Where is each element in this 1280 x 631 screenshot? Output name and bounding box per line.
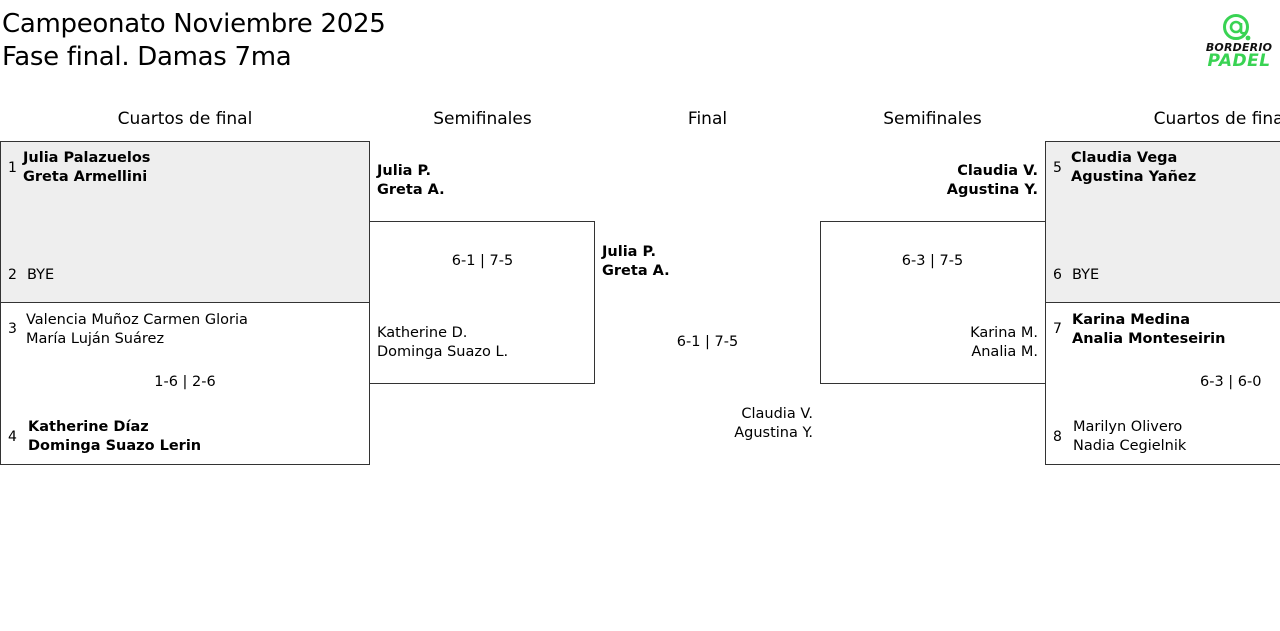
- team-final-a: Julia P. Greta A.: [602, 243, 670, 281]
- round-header-final: Final: [687, 109, 728, 129]
- round-header-right-quarters: Cuartos de final: [1153, 109, 1280, 129]
- tournament-title: Campeonato Noviembre 2025: [2, 9, 386, 39]
- player-name: Julia P.: [377, 163, 431, 179]
- phase-subtitle: Fase final. Damas 7ma: [2, 42, 292, 72]
- match-score: 1-6 | 2-6: [154, 374, 216, 390]
- team-right-qf1-b: BYE: [1072, 266, 1099, 285]
- seed-number: 3: [8, 321, 17, 337]
- round-header-left-quarters: Cuartos de final: [117, 109, 253, 129]
- player-name: Agustina Y.: [946, 182, 1038, 198]
- seed-number: 1: [8, 160, 17, 176]
- player-name: Dominga Suazo Lerin: [28, 438, 202, 454]
- player-name: Julia P.: [602, 244, 656, 260]
- player-name: Valencia Muñoz Carmen Gloria: [26, 312, 248, 328]
- player-name: Analia M.: [971, 344, 1038, 360]
- match-box-right-qf2: [1045, 302, 1280, 465]
- match-box-left-qf1: [0, 141, 370, 303]
- team-right-qf2-b: Marilyn Olivero Nadia Cegielnik: [1073, 418, 1186, 456]
- match-score: 6-3 | 7-5: [901, 253, 964, 269]
- player-name: Analia Monteseirin: [1072, 331, 1226, 347]
- player-name: Katherine Díaz: [28, 419, 149, 435]
- seed-number: 5: [1053, 160, 1062, 176]
- player-name: Agustina Y.: [734, 425, 813, 441]
- seed-number: 8: [1053, 429, 1062, 445]
- match-score: 6-1 | 7-5: [676, 334, 739, 350]
- player-name: Claudia V.: [741, 406, 813, 422]
- player-name: Karina M.: [970, 325, 1038, 341]
- player-name: Katherine D.: [377, 325, 468, 341]
- team-left-qf1-b: BYE: [27, 266, 54, 285]
- team-left-qf2-b: Katherine Díaz Dominga Suazo Lerin: [28, 418, 201, 456]
- team-right-qf2-a: Karina Medina Analia Monteseirin: [1072, 311, 1225, 349]
- seed-number: 6: [1053, 267, 1062, 283]
- player-name: Nadia Cegielnik: [1073, 438, 1187, 454]
- seed-number: 7: [1053, 321, 1062, 337]
- player-name: Dominga Suazo L.: [377, 344, 509, 360]
- player-name: Julia Palazuelos: [23, 150, 151, 166]
- player-name: Agustina Yañez: [1071, 169, 1197, 185]
- brand-logo: BORDERIO PADEL: [1200, 13, 1278, 71]
- player-name: Karina Medina: [1072, 312, 1191, 328]
- bye-label: BYE: [1072, 267, 1100, 283]
- team-final-b: Claudia V. Agustina Y.: [595, 405, 813, 443]
- player-name: María Luján Suárez: [26, 331, 165, 347]
- padel-ball-at-icon: [1223, 14, 1251, 41]
- match-score: 6-1 | 7-5: [451, 253, 514, 269]
- team-right-sf-b: Karina M. Analia M.: [820, 324, 1038, 362]
- player-name: Marilyn Olivero: [1073, 419, 1183, 435]
- player-name: Greta A.: [602, 263, 670, 279]
- match-score: 6-3 | 6-0: [1200, 374, 1262, 390]
- seed-number: 2: [8, 267, 17, 283]
- bye-label: BYE: [27, 267, 55, 283]
- player-name: Claudia V.: [957, 163, 1038, 179]
- seed-number: 4: [8, 429, 17, 445]
- team-left-qf1-a: Julia Palazuelos Greta Armellini: [23, 149, 150, 187]
- team-left-sf-a: Julia P. Greta A.: [377, 162, 445, 200]
- team-left-qf2-a: Valencia Muñoz Carmen Gloria María Luján…: [26, 311, 248, 349]
- team-right-sf-a: Claudia V. Agustina Y.: [820, 162, 1038, 200]
- round-header-left-semis: Semifinales: [433, 109, 532, 129]
- brand-name-top: BORDERIO: [1205, 41, 1273, 54]
- round-header-right-semis: Semifinales: [883, 109, 982, 129]
- team-left-sf-b: Katherine D. Dominga Suazo L.: [377, 324, 508, 362]
- page-title: Campeonato Noviembre 2025 Fase final. Da…: [2, 8, 386, 74]
- player-name: Greta A.: [377, 182, 445, 198]
- player-name: Greta Armellini: [23, 169, 148, 185]
- team-right-qf1-a: Claudia Vega Agustina Yañez: [1071, 149, 1196, 187]
- player-name: Claudia Vega: [1071, 150, 1178, 166]
- brand-name-bottom: PADEL: [1207, 51, 1271, 71]
- match-box-left-sf: [369, 221, 595, 384]
